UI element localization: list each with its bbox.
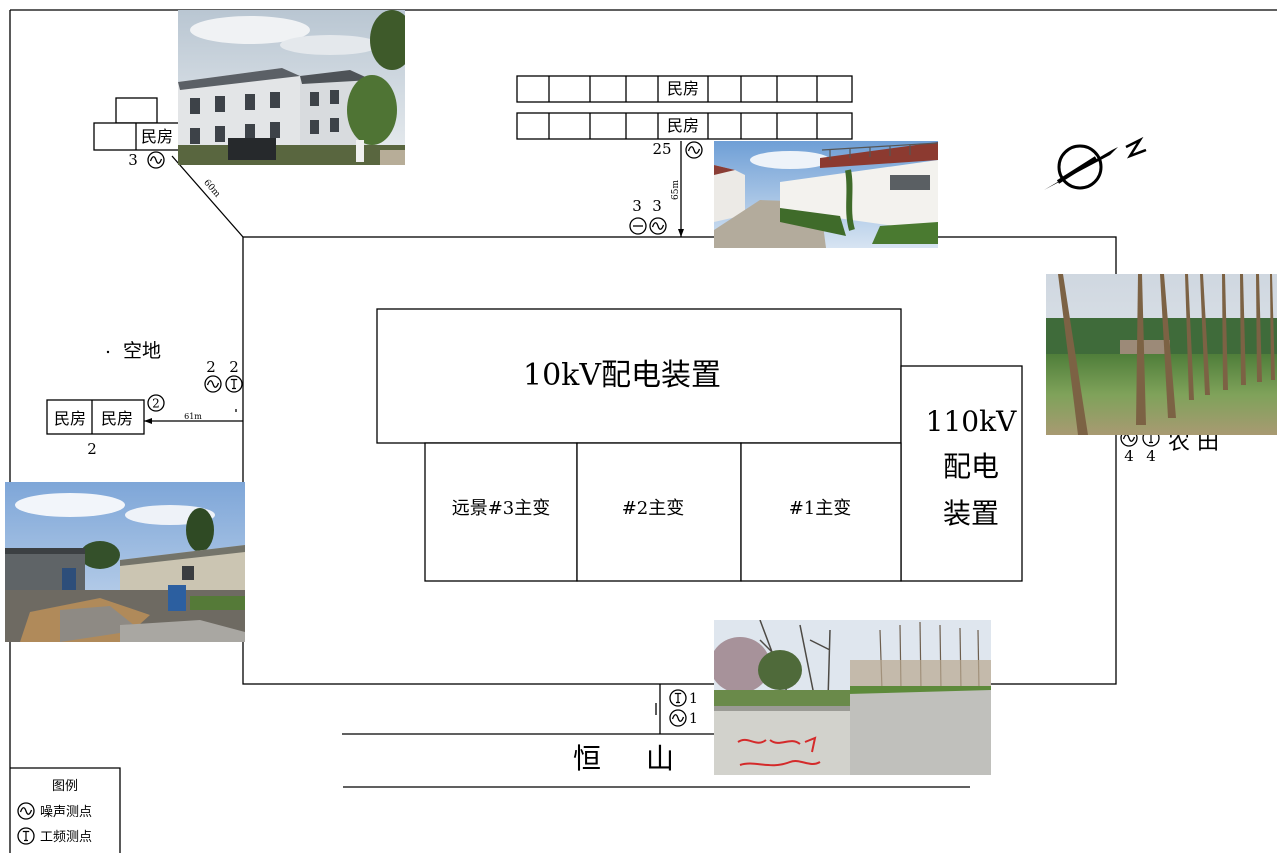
north-arrow-icon (1044, 136, 1147, 190)
north-point-3a-value: 3 (632, 197, 642, 215)
legend-noise-label: 噪声测点 (40, 805, 92, 820)
north-point-3b-noise-icon (649, 217, 667, 235)
west-point-2b-freq-icon (225, 375, 243, 393)
west-house-b-label: 民房 (101, 409, 133, 428)
south-freq-icon (669, 689, 687, 707)
west-houses: 民房 民房 (46, 399, 145, 435)
transformer-1-label: #1主变 (789, 498, 852, 519)
legend-freq-icon (17, 827, 35, 845)
west-circle-marker-label: 2 (152, 397, 160, 411)
northwest-house-label: 民房 (141, 127, 173, 146)
north-point-3a-freq-icon (629, 217, 647, 235)
north-houses: 民房 民房 (516, 75, 853, 140)
northwest-house-upper (115, 97, 158, 124)
road-name-char-1: 恒 (573, 742, 601, 775)
south-freq-value: 1 (689, 691, 698, 707)
road-name-char-2: 山 (646, 742, 674, 775)
south-distance-line (655, 684, 661, 734)
transformer-3-box (424, 442, 578, 582)
west-circle-marker (147, 394, 165, 412)
transformer-2-label: #2主变 (622, 498, 685, 519)
hengshan-road: 恒 山 (342, 733, 970, 788)
north-house-row-2 (516, 112, 853, 140)
west-distance-label: 61m (184, 412, 202, 421)
north-distance-label: 65m (671, 180, 681, 200)
transformer-1-box (740, 442, 902, 582)
north-house-dividers (548, 76, 818, 139)
east-point-4a-value: 4 (1124, 447, 1134, 465)
photo-west-open-ground (5, 482, 245, 642)
north-row1-label: 民房 (667, 79, 699, 98)
dist-110kv-box (900, 365, 1023, 582)
transformer-2-box (576, 442, 742, 582)
northwest-distance-line: 60m (171, 155, 244, 238)
dist-110kv-label-line2: 配电 (943, 450, 999, 483)
north-point-3b-value: 3 (652, 197, 662, 215)
northwest-house: 民房 (93, 97, 181, 151)
photo-north-lane (714, 141, 938, 248)
west-house-a-label: 民房 (54, 409, 86, 428)
west-house-box (46, 399, 145, 435)
dist-110kv-label-line1: 110kV (926, 405, 1017, 438)
north-distance-line: 65m (671, 141, 684, 237)
photo-east-farmland (1046, 274, 1277, 435)
northwest-distance-label: 60m (201, 178, 222, 200)
northwest-noise-icon (147, 151, 165, 169)
west-point-2b-value: 2 (229, 358, 239, 376)
dist-10kv-label: 10kV配电装置 (523, 358, 721, 393)
west-distance-line: 61m (144, 409, 243, 424)
west-point-2a-value: 2 (206, 358, 216, 376)
open-ground-dot (106, 350, 110, 354)
legend: 图例 噪声测点 工频测点 (10, 767, 121, 853)
south-noise-value: 1 (689, 711, 698, 727)
photo-northwest-building (178, 10, 405, 165)
north-point-25-noise-icon (685, 141, 703, 159)
west-point-2a-noise-icon (204, 375, 222, 393)
open-ground-label: 空地 (123, 340, 161, 362)
legend-box (10, 767, 121, 853)
north-point-25-value: 25 (652, 140, 671, 158)
dist-110kv-label-line3: 装置 (943, 497, 999, 530)
south-noise-icon (669, 709, 687, 727)
legend-noise-icon (17, 802, 35, 820)
legend-title: 图例 (52, 779, 78, 794)
north-row2-label: 民房 (667, 116, 699, 135)
dist-10kv-box (376, 308, 902, 444)
equipment-area: 10kV配电装置 110kV 配电 装置 远景#3主变 #2主变 #1主变 (376, 308, 1023, 582)
west-house-number: 2 (87, 440, 97, 458)
northwest-house-lower (93, 122, 181, 151)
north-house-row-1 (516, 75, 853, 103)
northwest-point-value: 3 (128, 151, 138, 169)
photo-south-road (714, 620, 991, 775)
substation-boundary (242, 236, 1117, 685)
legend-freq-label: 工频测点 (40, 830, 92, 845)
east-point-4b-value: 4 (1146, 447, 1156, 465)
transformer-3-label: 远景#3主变 (452, 498, 551, 519)
